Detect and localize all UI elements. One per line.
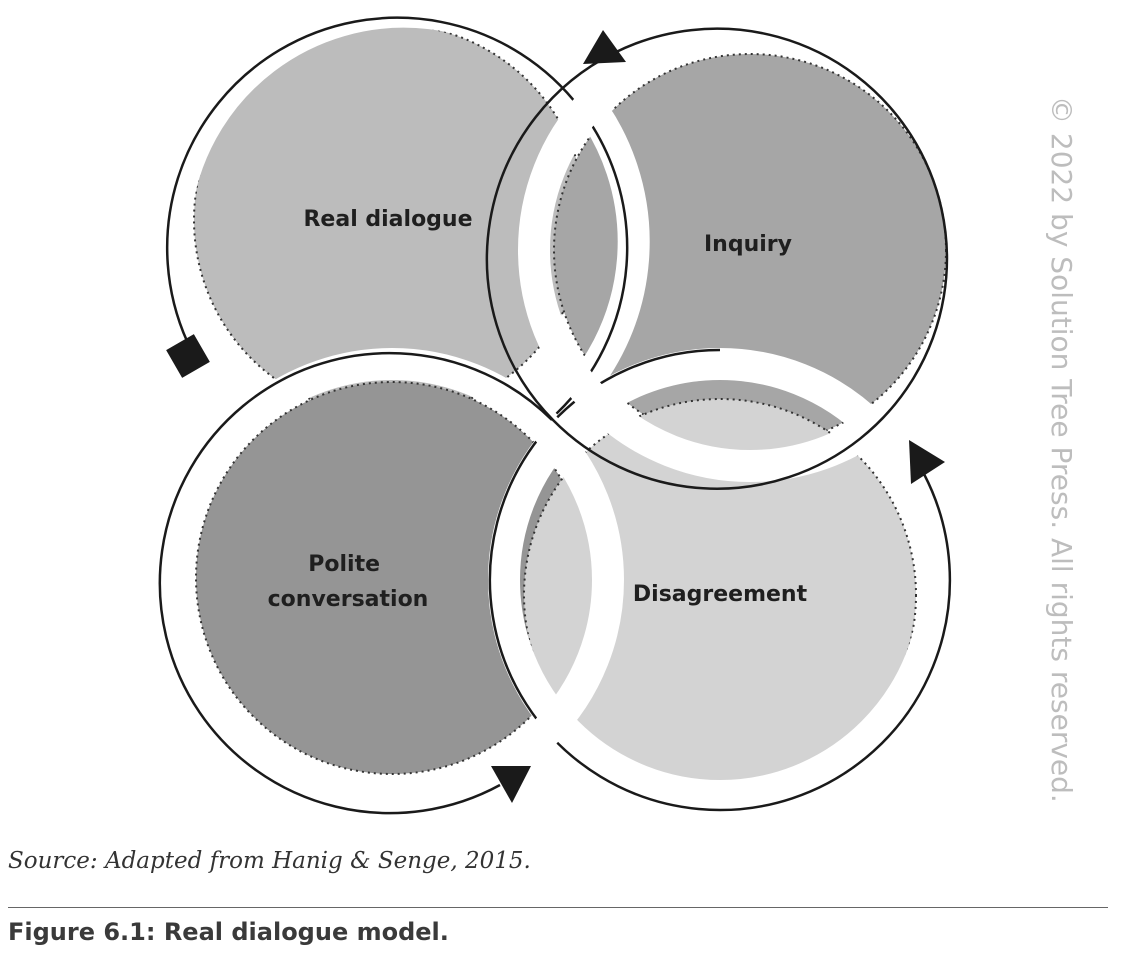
- arrowhead-polite-conversation: [491, 766, 531, 803]
- caption-divider: [8, 907, 1108, 908]
- ring-band-inquiry: [518, 18, 982, 482]
- ring-arc-real-dialogue: [165, 16, 629, 415]
- arrowhead-disagreement: [909, 440, 945, 484]
- label-polite-conversation: Polite conversation: [268, 552, 429, 612]
- label-inquiry: Inquiry: [704, 232, 792, 257]
- source-note: Source: Adapted from Hanig & Senge, 2015…: [8, 848, 531, 874]
- ring-band-polite-conversation: [160, 348, 624, 812]
- arrowhead-inquiry: [583, 30, 626, 64]
- figure-caption: Figure 6.1: Real dialogue model.: [8, 918, 449, 946]
- real-dialogue-diagram: Real dialogue Inquiry Polite conversatio…: [157, 0, 982, 815]
- ring-arc-polite-conversation: [158, 351, 553, 815]
- ring-band-real-dialogue: [157, 0, 650, 426]
- ring-band-disagreement: [488, 348, 952, 812]
- label-real-dialogue: Real dialogue: [303, 207, 472, 232]
- ring-arc-inquiry: [485, 27, 949, 490]
- copyright-watermark: © 2022 by Solution Tree Press. All right…: [1045, 96, 1078, 803]
- square-marker-real-dialogue: [166, 334, 210, 378]
- label-disagreement: Disagreement: [633, 582, 808, 607]
